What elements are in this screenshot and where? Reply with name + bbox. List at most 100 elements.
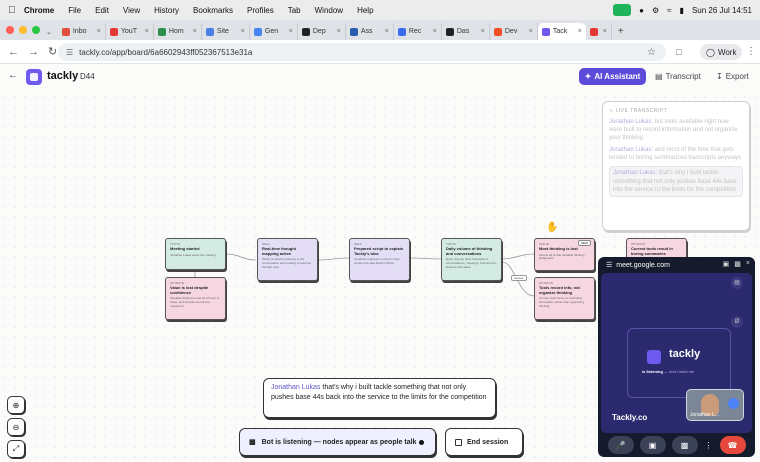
menu-file[interactable]: File [68,5,82,15]
live-transcript-panel[interactable]: ∿ LIVE TRANSCRIPT Jonathan Lukas: but to… [602,101,750,231]
tab-3[interactable]: Site× [202,23,250,40]
menu-profiles[interactable]: Profiles [247,5,274,15]
fit-to-screen-icon[interactable]: ⤢ [7,440,25,458]
node-thought-mapping[interactable]: IDEA Real-time thought mapping active Ta… [257,238,318,281]
board-name[interactable]: D44 [80,72,95,81]
menu-history[interactable]: History [154,5,180,15]
brand-name[interactable]: tackly [47,70,79,82]
tab-1[interactable]: YouT× [106,23,154,40]
close-tab-icon[interactable]: × [192,28,197,35]
tab-7[interactable]: Rec× [394,23,442,40]
node-tools-record[interactable]: OPINION Tools record info, not organize … [534,277,595,320]
zoom-out-icon[interactable]: ⊖ [7,418,25,436]
camera-icon[interactable]: ▣ [722,261,730,268]
close-tab-icon[interactable]: × [384,28,389,35]
camera-button[interactable]: ▣ [639,436,666,454]
toolbar: ← → ↻ ☰ tackly.co/app/board/6a6602943ff0… [0,40,760,64]
back-arrow-icon[interactable]: ← [8,70,18,81]
camera-in-use-icon[interactable] [613,4,632,16]
close-tab-icon[interactable]: × [602,28,607,35]
close-tab-icon[interactable]: × [288,28,293,35]
zoom-in-icon[interactable]: ⊕ [7,396,25,414]
presenter-card [627,328,731,398]
battery-icon[interactable]: ▮ [679,5,684,15]
bookmark-star-icon[interactable]: ☆ [647,46,656,58]
address-bar[interactable]: ☰ tackly.co/app/board/6a6602943ff0523675… [58,43,666,61]
caption-speaker: Jonathan Lukas [271,384,321,391]
node-value-lost[interactable]: OPINION Value is lost despite confidence… [165,277,226,320]
close-tab-icon[interactable]: × [96,28,101,35]
site-info-icon[interactable]: ☰ [66,47,74,57]
menu-window[interactable]: Window [314,5,344,15]
tab-8[interactable]: Das× [442,23,490,40]
close-tab-icon[interactable]: × [144,28,149,35]
extensions-icon[interactable]: □ [676,47,682,57]
tackly-logo-icon[interactable] [26,69,42,85]
node-tag: TOPIC [446,242,457,246]
menu-app[interactable]: Chrome [24,5,55,15]
self-video-tile[interactable]: Jonathan L... [686,389,744,421]
wifi-icon[interactable]: ≈ [667,5,672,15]
record-icon[interactable]: ● [639,5,644,15]
minimize-window-icon[interactable] [19,26,27,34]
transcript-title: ∿ LIVE TRANSCRIPT [609,108,743,114]
tab-4[interactable]: Gen× [250,23,298,40]
close-tab-icon[interactable]: × [432,28,437,35]
close-tab-icon[interactable]: × [528,28,533,35]
menu-tab[interactable]: Tab [287,5,301,15]
tab-10-active[interactable]: Tack× [537,23,586,40]
close-tab-icon[interactable]: × [240,28,245,35]
node-meeting-started[interactable]: TOPIC Meeting started Jonathan Lukas sta… [165,238,226,270]
present-button[interactable]: ▩ [671,436,698,454]
node-title: Tools record info, not organize thinking [539,285,580,295]
node-daily-volume[interactable]: TOPIC Daily volume of thinking and conve… [441,238,502,281]
tab-9[interactable]: Dev× [490,23,538,40]
tab-5[interactable]: Dep× [298,23,346,40]
back-to-tab-icon[interactable]: ▩ [734,261,741,268]
node-boring-summaries[interactable]: OPINION Current tools result in boring s… [626,238,687,260]
close-pip-icon[interactable]: × [745,260,750,267]
apple-icon[interactable]:  [8,5,24,16]
ai-assistant-button[interactable]: ✦AI Assistant [579,68,646,85]
avatar [701,394,719,416]
node-tag: OPINION [631,242,646,246]
menu-view[interactable]: View [122,5,141,15]
new-tab-icon[interactable]: + [617,26,624,37]
close-window-icon[interactable] [6,26,14,34]
new-badge: NEW [578,240,591,246]
line-text: that's why I built tackle something that… [613,170,737,193]
menu-bookmarks[interactable]: Bookmarks [193,5,234,15]
more-options-icon[interactable]: ⋮ [704,440,713,450]
leave-call-button[interactable]: ☎ [719,436,746,454]
tab-2[interactable]: Hom× [154,23,202,40]
close-tab-icon[interactable]: × [336,28,341,35]
close-tab-icon[interactable]: × [577,28,582,35]
tab-6[interactable]: Ass× [346,23,394,40]
favicon [397,27,406,36]
close-tab-icon[interactable]: × [480,28,485,35]
node-prepared-script[interactable]: IDEA Prepared script to explain Tackly's… [349,238,410,281]
meet-pip-window[interactable]: ☰ meet.google.com ▣ ▩ × ▤ Ø tackly is li… [598,257,755,457]
transcript-button[interactable]: ▤Transcript [655,72,701,81]
settings-icon[interactable]: ⚙ [651,5,660,15]
tab-search-icon[interactable]: ⌄ [46,29,52,36]
mic-button[interactable]: 🎤 [607,436,634,454]
app-header: ← tackly D44 ✦AI Assistant ▤Transcript ↧… [0,65,760,89]
forward-icon[interactable]: → [28,45,39,58]
profile-button[interactable]: ◯Work [700,44,743,60]
clock[interactable]: Sun 26 Jul 14:51 [691,5,752,15]
tab-0[interactable]: Inbo× [58,23,106,40]
caption-off-icon[interactable]: ▤ [731,277,743,289]
menu-edit[interactable]: Edit [95,5,109,15]
export-button[interactable]: ↧Export [716,72,749,81]
meet-controls: 🎤 ▣ ▩ ⋮ ☎ [598,433,755,457]
window-controls [6,20,40,40]
chrome-menu-icon[interactable]: ⋮ [746,46,756,57]
menu-help[interactable]: Help [357,5,374,15]
back-icon[interactable]: ← [8,45,19,58]
tab-11[interactable]: × [586,23,612,40]
document-icon: ▤ [655,72,663,81]
fullscreen-window-icon[interactable] [32,26,40,34]
end-session-button[interactable]: End session [445,428,523,456]
reload-icon[interactable]: ↻ [48,46,58,58]
